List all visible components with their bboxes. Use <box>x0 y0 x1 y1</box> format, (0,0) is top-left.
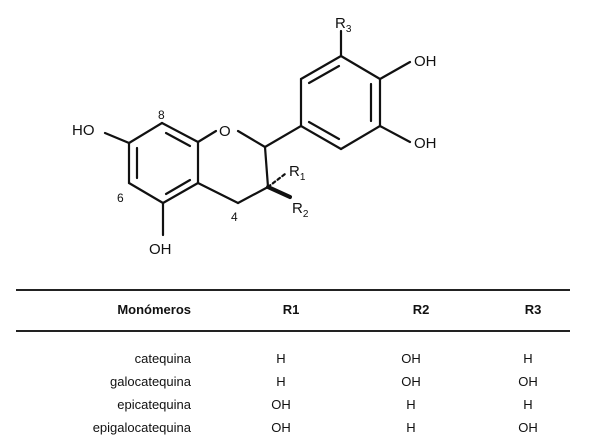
monomer-name: catequina <box>134 351 191 366</box>
header-row: Monómeros R1 R2 R3 <box>16 298 570 320</box>
oh-mid-label: OH <box>414 135 437 152</box>
monomer-table-header: Monómeros R1 R2 R3 <box>16 298 570 320</box>
b-ring <box>299 29 412 151</box>
position-8-label: 8 <box>158 108 165 122</box>
a-ring <box>127 121 200 205</box>
oh-bottom-label: OH <box>149 241 172 258</box>
ho-left-label: HO <box>72 122 95 139</box>
table-row: catequina H OH H <box>16 347 570 370</box>
r3-value: OH <box>518 420 538 435</box>
c-ring <box>196 129 270 205</box>
header-r1: R1 <box>282 301 300 317</box>
monomer-table-body: catequina H OH H galocatequina H OH OH e… <box>16 347 570 439</box>
r3-value: OH <box>518 374 538 389</box>
r2-value: OH <box>401 374 421 389</box>
r2-value: H <box>406 420 416 435</box>
r3-label: R3 <box>335 15 352 35</box>
r1-label: R1 <box>289 163 306 183</box>
position-6-label: 6 <box>117 191 124 205</box>
r1-value: OH <box>271 420 291 435</box>
header-monomeros: Monómeros <box>117 301 191 317</box>
table-row: galocatequina H OH OH <box>16 370 570 393</box>
header-r3: R3 <box>524 301 542 317</box>
r3-value: H <box>523 397 533 412</box>
monomer-name: galocatequina <box>110 374 191 389</box>
ring-oxygen-label: O <box>219 123 231 140</box>
r1-value: H <box>276 351 286 366</box>
monomer-name: epicatequina <box>117 397 191 412</box>
flavan-3-ol-structure: R3 OH OH HO O R1 R2 OH 8 6 4 <box>72 15 437 258</box>
table-top-rule <box>16 289 570 291</box>
table-header-rule <box>16 330 570 332</box>
r1-value: H <box>276 374 286 389</box>
position-4-label: 4 <box>231 210 238 224</box>
r2-label: R2 <box>292 200 309 220</box>
r3-value: H <box>523 351 533 366</box>
oh-top-label: OH <box>414 53 437 70</box>
r2-value: H <box>406 397 416 412</box>
table-row: epigalocatequina OH H OH <box>16 416 570 439</box>
r2-value: OH <box>401 351 421 366</box>
monomer-name: epigalocatequina <box>92 420 191 435</box>
r1-value: OH <box>271 397 291 412</box>
table-row: epicatequina OH H H <box>16 393 570 416</box>
header-r2: R2 <box>412 301 430 317</box>
substituent-bonds <box>103 124 303 237</box>
